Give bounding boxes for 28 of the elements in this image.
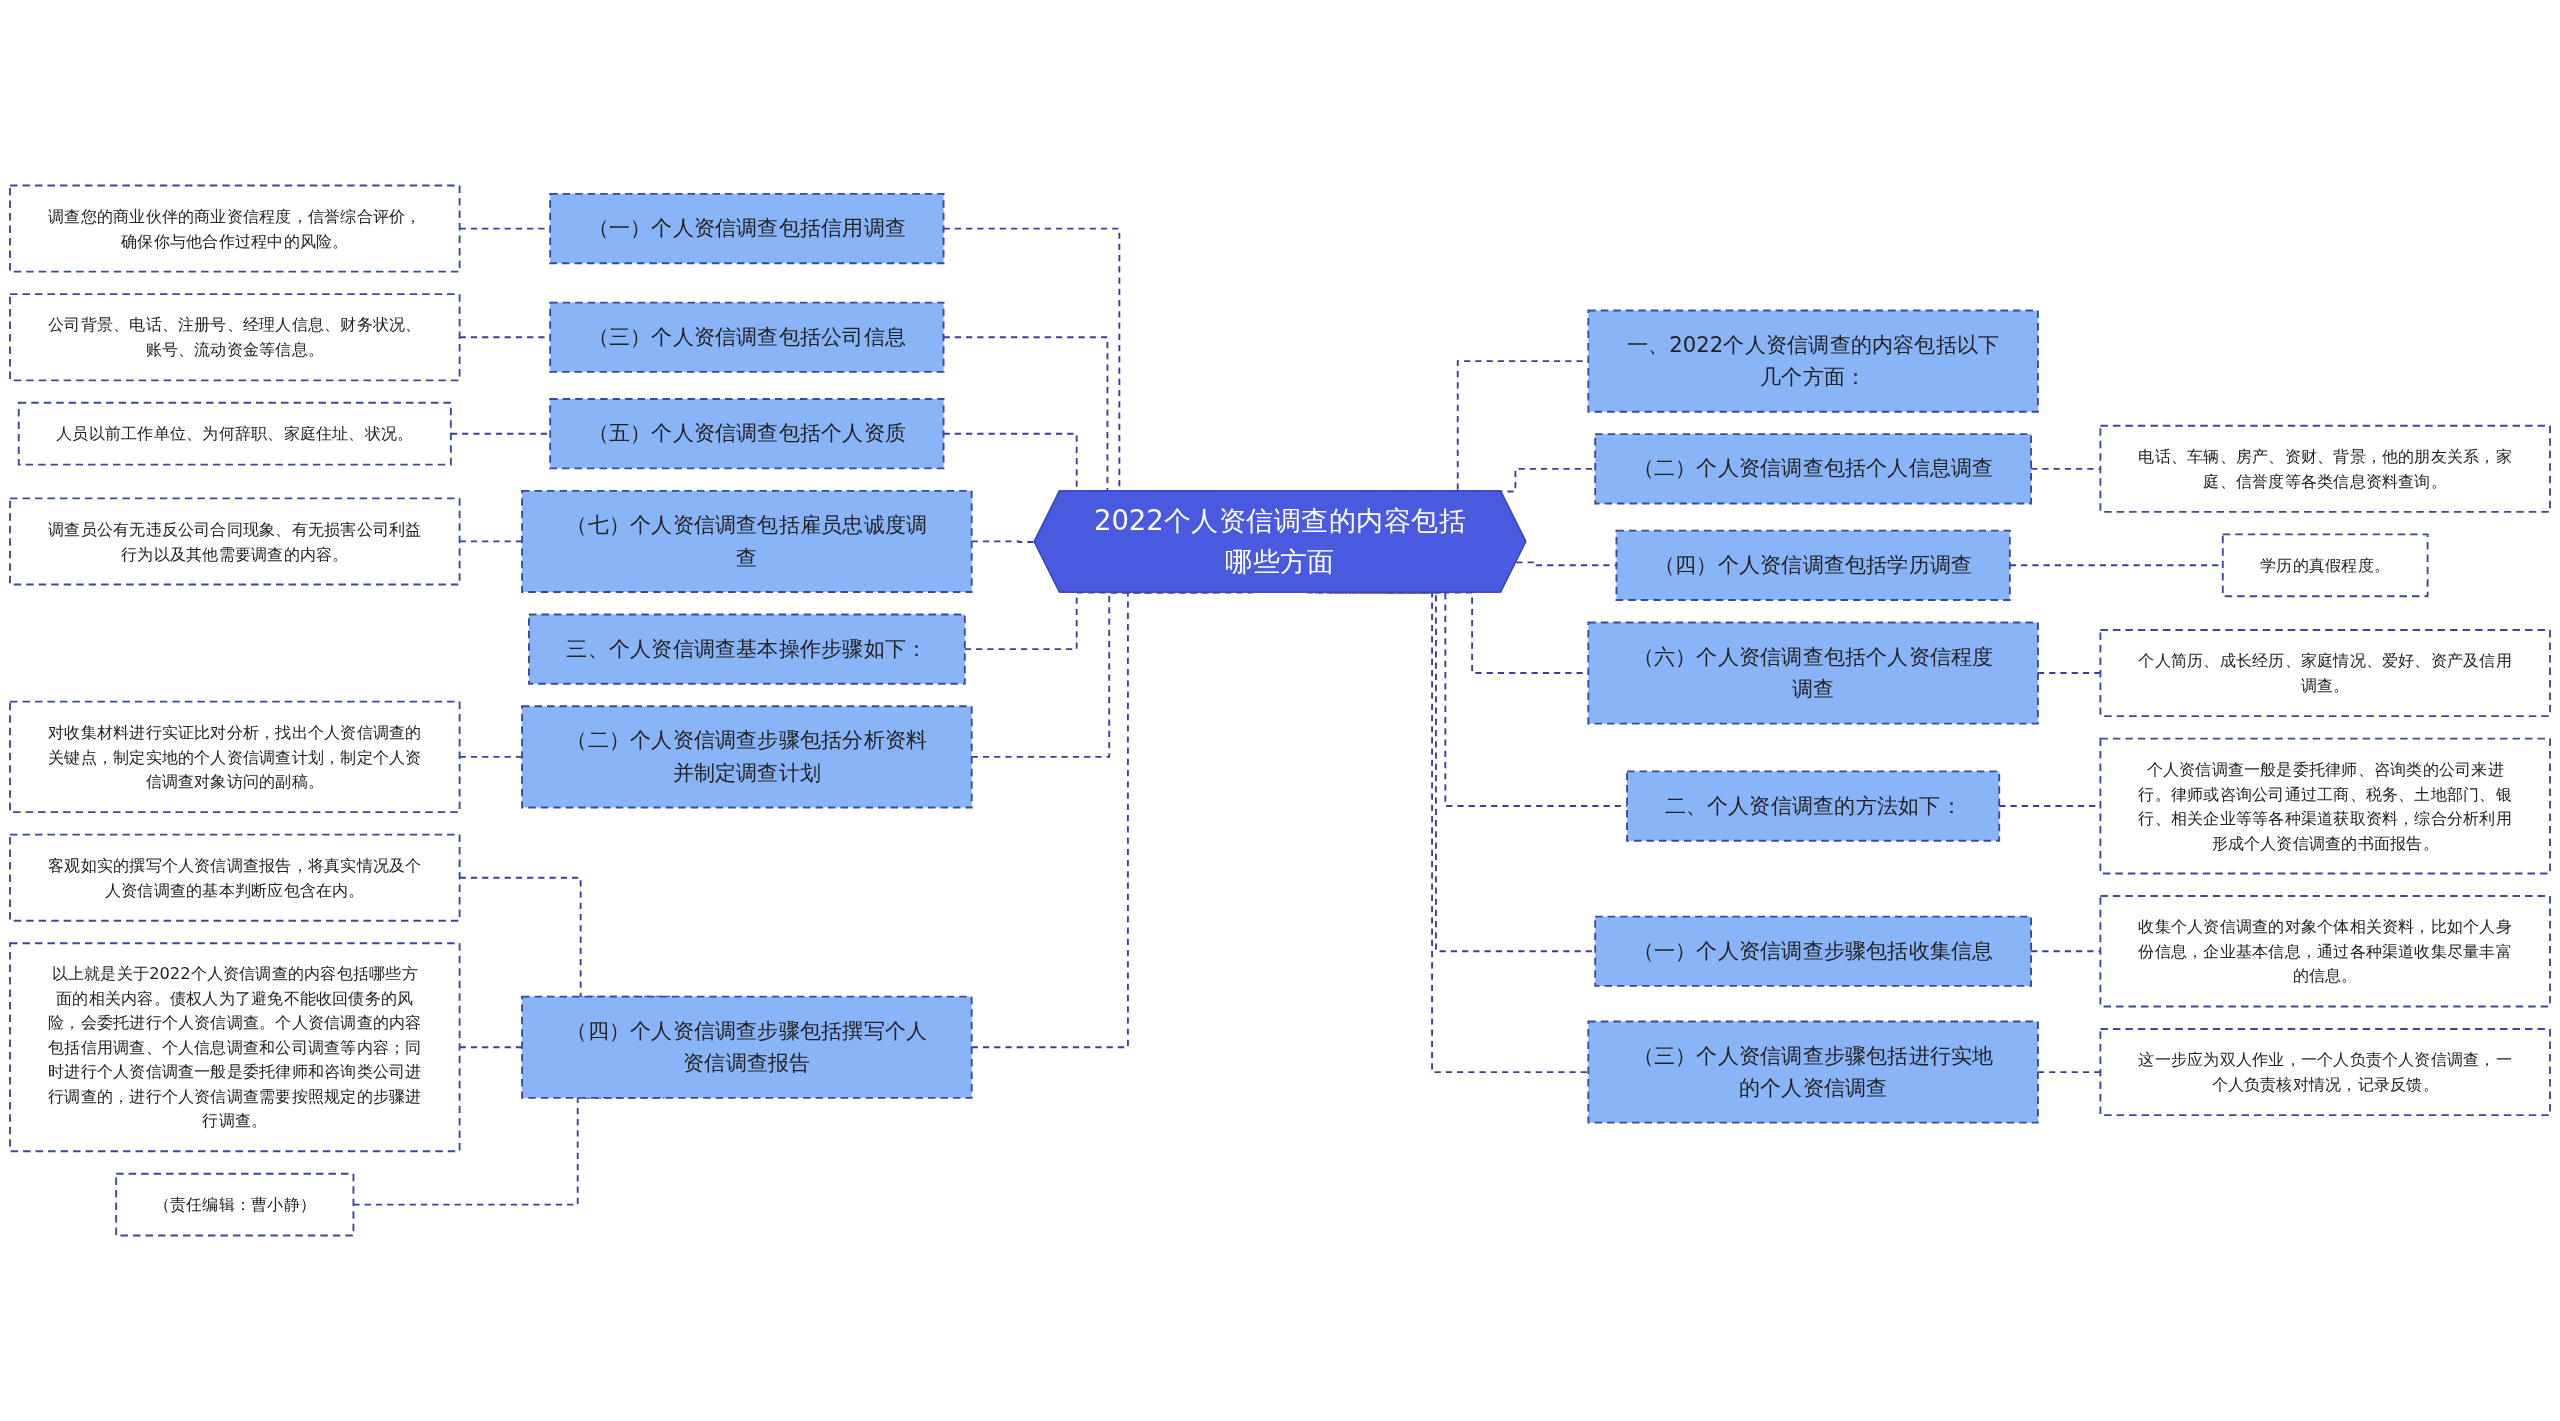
node-box: 三、个人资信调查基本操作步骤如下： bbox=[528, 613, 966, 685]
node-box: （一）个人资信调查步骤包括收集信息 bbox=[1594, 915, 2032, 987]
node-box: 对收集材料进行实证比对分析，找出个人资信调查的关键点，制定实地的个人资信调查计划，制定个人资信调查对象访问的副稿。 bbox=[9, 700, 461, 814]
node-box: 人员以前工作单位、为何辞职、家庭住址、状况。 bbox=[17, 401, 452, 466]
node-box: （三）个人资信调查步骤包括进行实地的个人资信调查 bbox=[1587, 1020, 2039, 1124]
node-box: （六）个人资信调查包括个人资信程度调查 bbox=[1587, 621, 2039, 725]
node-box: 客观如实的撰写个人资信调查报告，将真实情况及个人资信调查的基本判断应包含在内。 bbox=[9, 833, 461, 922]
node-box: （五）个人资信调查包括个人资质 bbox=[549, 398, 945, 470]
node-box: 二、个人资信调查的方法如下： bbox=[1626, 770, 2001, 842]
node-box: 调查员公有无违反公司合同现象、有无损害公司利益行为以及其他需要调查的内容。 bbox=[9, 497, 461, 586]
node-box: 个人资信调查一般是委托律师、咨询类的公司来进行。律师或咨询公司通过工商、税务、土地部门、银行、相关企业等等各种渠道获取资料，综合分析利用形成个人资信调查的书面报告。 bbox=[2099, 737, 2551, 875]
node-box: 个人简历、成长经历、家庭情况、爱好、资产及信用调查。 bbox=[2099, 629, 2551, 718]
node-box: （七）个人资信调查包括雇员忠诚度调查 bbox=[521, 489, 973, 593]
node-box: 调查您的商业伙伴的商业资信程度，信誉综合评价，确保你与他合作过程中的风险。 bbox=[9, 184, 461, 273]
node-box: （三）个人资信调查包括公司信息 bbox=[549, 301, 945, 373]
node-box: 这一步应为双人作业，一个人负责个人资信调查，一个人负责核对情况，记录反馈。 bbox=[2099, 1028, 2551, 1117]
node-box: （一）个人资信调查包括信用调查 bbox=[549, 192, 945, 265]
node-box: （四）个人资信调查包括学历调查 bbox=[1615, 529, 2011, 601]
node-box: （四）个人资信调查步骤包括撰写个人资信调查报告 bbox=[521, 995, 973, 1099]
node-box: 收集个人资信调查的对象个体相关资料，比如个人身份信息，企业基本信息，通过各种渠道收集尽量丰富的信息。 bbox=[2099, 895, 2551, 1008]
node-box: （责任编辑：曹小静） bbox=[115, 1172, 355, 1237]
node-box: （二）个人资信调查包括个人信息调查 bbox=[1594, 433, 2032, 505]
node-box: 公司背景、电话、注册号、经理人信息、财务状况、账号、流动资金等信息。 bbox=[9, 293, 461, 382]
node-box: 学历的真假程度。 bbox=[2221, 533, 2429, 598]
node-box: （二）个人资信调查步骤包括分析资料并制定调查计划 bbox=[521, 705, 973, 809]
node-box: 以上就是关于2022个人资信调查的内容包括哪些方面的相关内容。债权人为了避免不能收回债务的风险，会委托进行个人资信调查。个人资信调查的内容包括信用调查、个人信息调查和公司调查等内容；同时进行个人资信调查一般是委托律师和咨询类公司进行调查的，进行个人资信调查需要按照规定的步骤进行调查。 bbox=[9, 942, 461, 1153]
node-box: 一、2022个人资信调查的内容包括以下几个方面： bbox=[1587, 309, 2039, 413]
node-box: 电话、车辆、房产、资财、背景，他的朋友关系，家庭、信誉度等各类信息资料查询。 bbox=[2099, 424, 2551, 513]
